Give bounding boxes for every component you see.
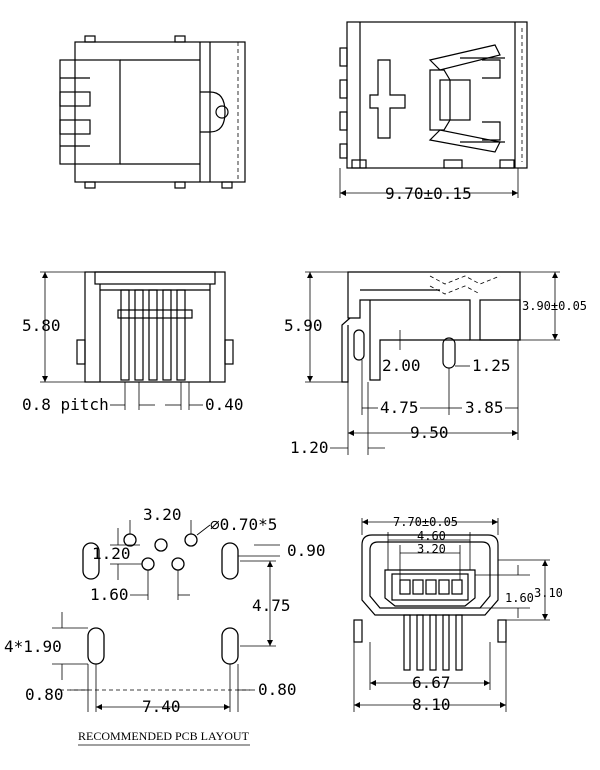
front-height-dimension: 5.80 — [22, 271, 85, 383]
slot-dim-label: 4*1.90 — [4, 637, 62, 656]
side-tab-dimensions: 2.00 1.25 4.75 3.85 9.50 1.20 — [290, 330, 519, 457]
pcb-layout — [60, 533, 250, 691]
pin-width-label: 0.40 — [205, 395, 244, 414]
pcb-dim-120: 1.20 — [92, 544, 131, 563]
end-dim-460: 4.60 — [417, 529, 446, 543]
total-length-label: 9.50 — [410, 423, 449, 442]
pitch-label: 0.8 pitch — [22, 395, 109, 414]
housing-top-view — [339, 21, 528, 169]
offset-label: 1.20 — [290, 438, 329, 457]
side-height-label: 5.90 — [284, 316, 323, 335]
end-view-dimensions: 7.70±0.05 4.60 3.20 1.60 3.10 6.67 8.10 — [353, 515, 563, 714]
width-dim-label: 9.70±0.15 — [385, 184, 472, 203]
dim-385-label: 3.85 — [465, 398, 504, 417]
dim-475-label: 4.75 — [380, 398, 419, 417]
end-dim-810: 8.10 — [412, 695, 451, 714]
pcb-dim-090: 0.90 — [287, 541, 326, 560]
front-view — [76, 271, 234, 383]
end-dim-160: 1.60 — [505, 591, 534, 605]
end-view-pins — [403, 614, 463, 671]
front-height-label: 5.80 — [22, 316, 61, 335]
hole-dim-label: ∅0.70*5 — [210, 515, 277, 534]
pcb-dimensions: 3.20 ∅0.70*5 1.20 0.90 1.60 4.75 4*1.90 … — [4, 505, 326, 716]
side-height-dimension: 5.90 — [284, 271, 348, 383]
front-pins — [120, 289, 186, 381]
end-dim-667: 6.67 — [412, 673, 451, 692]
front-pitch-dimension: 0.8 pitch 0.40 — [22, 382, 244, 414]
tab-width-label: 2.00 — [382, 356, 421, 375]
top-right-width-dimension: 9.70±0.15 — [339, 168, 519, 203]
pcb-dim-320: 3.20 — [143, 505, 182, 524]
pcb-caption: RECOMMENDED PCB LAYOUT — [78, 729, 250, 746]
pcb-dim-080-left: 0.80 — [25, 685, 64, 704]
pcb-dim-160: 1.60 — [90, 585, 129, 604]
end-view — [353, 534, 507, 671]
top-view — [59, 35, 246, 189]
side-body-height-dimension: 3.90±0.05 — [520, 271, 587, 341]
side-view — [341, 271, 521, 383]
pcb-dim-740: 7.40 — [142, 697, 181, 716]
end-dim-310: 3.10 — [534, 586, 563, 600]
body-height-label: 3.90±0.05 — [522, 299, 587, 313]
end-dim-320: 3.20 — [417, 542, 446, 556]
pcb-caption-text: RECOMMENDED PCB LAYOUT — [78, 729, 250, 743]
end-width-label: 7.70±0.05 — [393, 515, 458, 529]
pcb-dim-475: 4.75 — [252, 596, 291, 615]
pcb-dim-080-right: 0.80 — [258, 680, 297, 699]
tab-gap-label: 1.25 — [472, 356, 511, 375]
